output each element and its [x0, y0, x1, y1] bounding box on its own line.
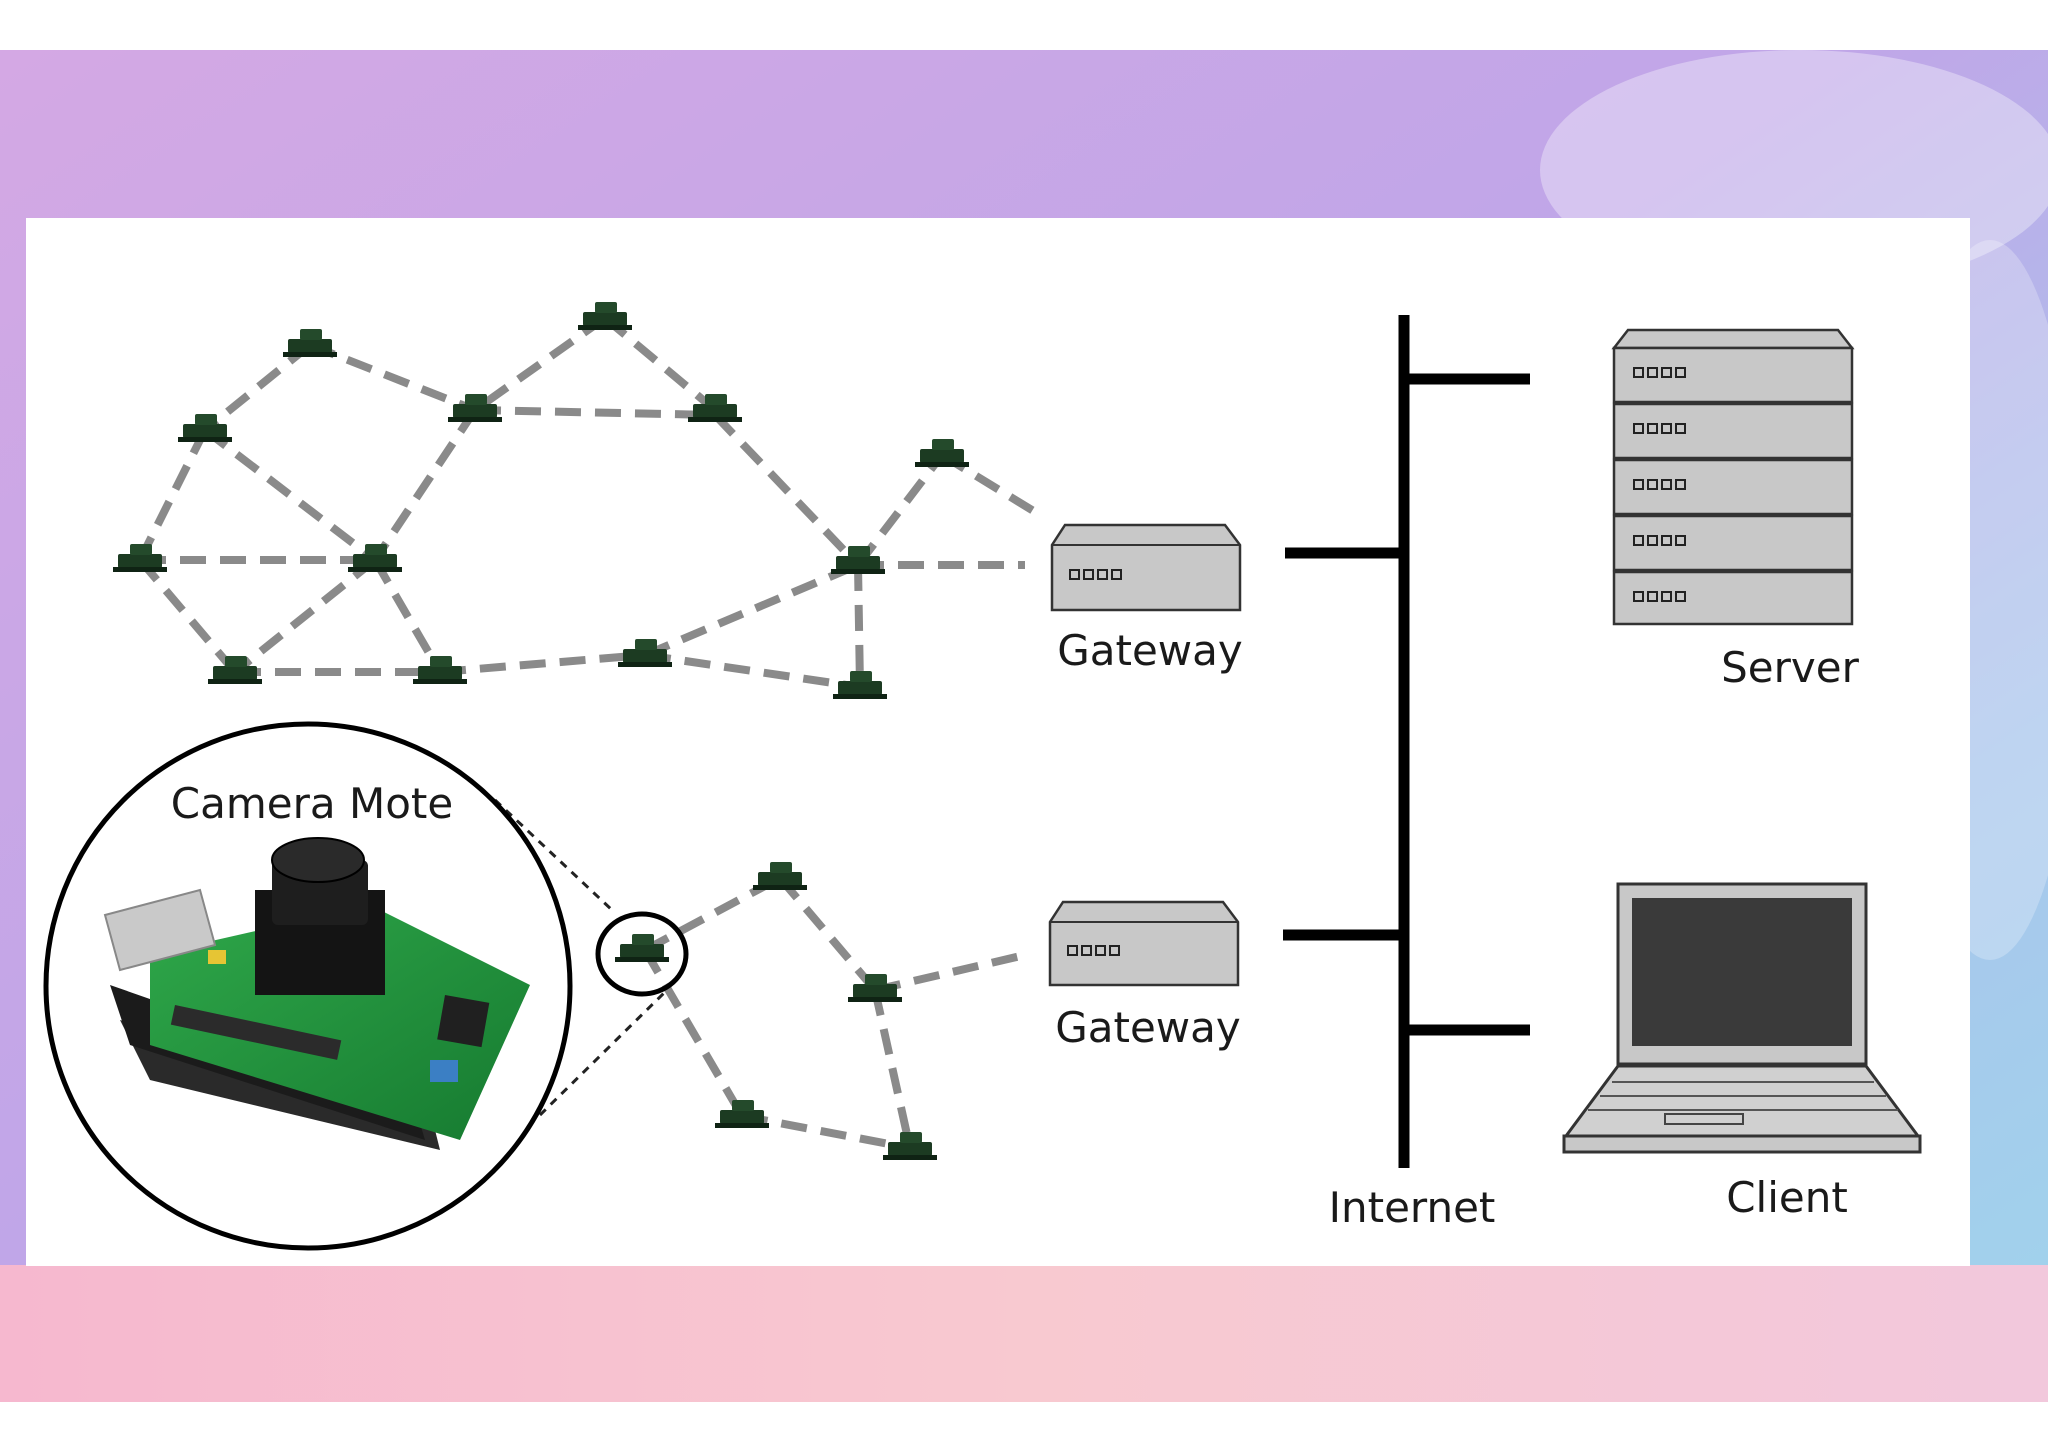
server-units	[1612, 346, 1854, 626]
mesh-link	[308, 341, 477, 414]
gateway-leds	[1069, 569, 1122, 580]
gateway-leds	[1067, 945, 1120, 956]
chip	[437, 995, 490, 1048]
server-unit	[1612, 346, 1854, 404]
server-unit	[1612, 458, 1854, 516]
mesh-link	[741, 1112, 911, 1152]
camera-lens	[271, 837, 365, 883]
server-label: Server	[1721, 643, 1859, 692]
server-leds	[1633, 367, 1686, 602]
server-rack-icon	[1611, 328, 1855, 626]
laptop-base	[1562, 1134, 1922, 1154]
usb-connector	[103, 888, 217, 972]
gateway-bottom: Gateway	[1048, 900, 1241, 1052]
laptop-key-rows	[1588, 1081, 1898, 1111]
mesh-link	[871, 989, 914, 1149]
camera-mote-label: Camera Mote	[171, 779, 453, 828]
mesh-link	[202, 426, 378, 564]
mesh-link	[644, 651, 861, 691]
mesh-link	[474, 406, 716, 419]
blue-component	[430, 1060, 458, 1082]
mesh-link	[712, 412, 861, 568]
mesh-link	[643, 874, 782, 954]
gateway-bottom-label: Gateway	[1055, 1003, 1241, 1052]
camera-mote-zoom: Camera Mote	[43, 721, 573, 1251]
background-top-strip	[0, 0, 2048, 50]
camera-mote-highlight-ring	[595, 911, 689, 997]
laptop-keyboard	[1563, 1064, 1921, 1138]
laptop-screen	[1632, 898, 1852, 1046]
server-unit	[1612, 570, 1854, 626]
background-bottom-strip	[0, 1402, 2048, 1447]
laptop-touchpad	[1664, 1113, 1744, 1125]
yellow-component	[208, 950, 226, 964]
mesh-link	[371, 407, 479, 563]
gateway-box-icon	[1050, 523, 1242, 612]
mesh-link	[854, 452, 946, 568]
gateway-box-icon	[1048, 900, 1240, 987]
mesh-link	[602, 314, 718, 414]
mesh-link	[472, 314, 608, 414]
upper-mesh-links	[136, 314, 1043, 691]
zoom-callout-lines	[493, 798, 667, 1117]
server-unit	[1612, 402, 1854, 460]
mesh-link	[776, 875, 879, 993]
gateway-top-label: Gateway	[1057, 626, 1243, 675]
server-unit	[1612, 514, 1854, 572]
internet-backbone	[1283, 315, 1530, 1168]
background-bottom-band	[0, 1265, 2048, 1402]
mesh-link	[641, 947, 746, 1119]
lower-mesh-links	[641, 874, 1026, 1152]
client-label: Client	[1726, 1173, 1848, 1222]
server-top	[1611, 328, 1855, 350]
callout-line	[493, 798, 614, 912]
mesh-link	[439, 651, 646, 676]
mesh-link	[854, 564, 864, 688]
mesh-link	[136, 557, 239, 675]
gateway-top: Gateway	[1050, 523, 1243, 675]
mesh-link	[874, 951, 1026, 994]
pin-header	[170, 1004, 342, 1060]
mesh-link	[136, 428, 209, 562]
internet-label: Internet	[1329, 1183, 1496, 1232]
camera-mote-board-image	[103, 837, 530, 1150]
mesh-link	[202, 341, 313, 434]
mesh-link	[232, 556, 378, 676]
mesh-link	[371, 557, 444, 675]
laptop-icon	[1562, 882, 1922, 1154]
